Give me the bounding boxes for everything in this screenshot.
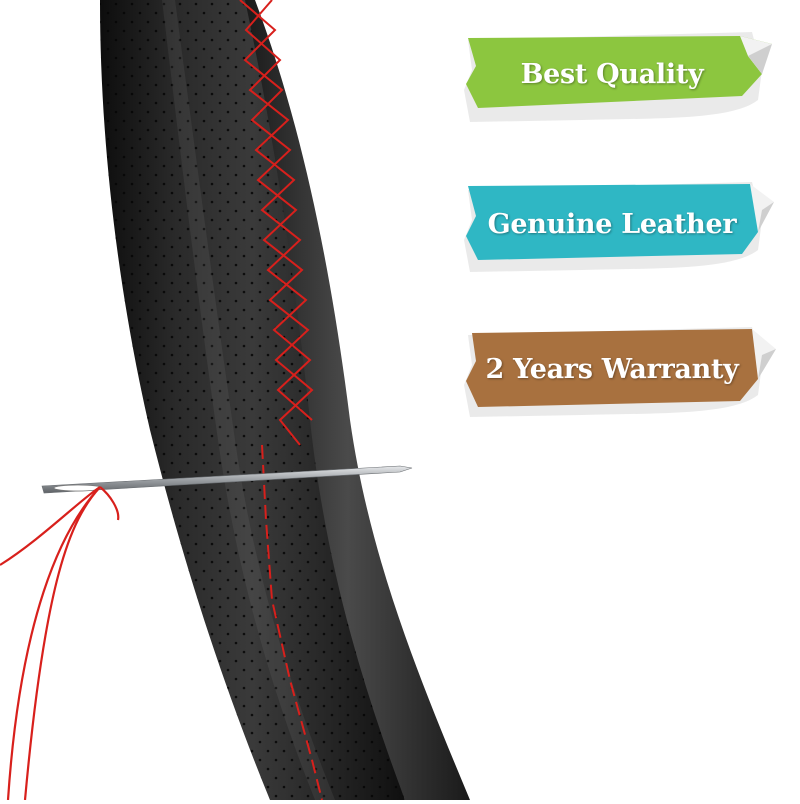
- badge-2-years-warranty: 2 Years Warranty: [462, 325, 782, 417]
- badge-best-quality: Best Quality: [462, 30, 782, 122]
- badge-genuine-leather: Genuine Leather: [462, 180, 782, 272]
- needle: [41, 465, 413, 494]
- badge-label: 2 Years Warranty: [485, 353, 739, 385]
- badge-label: Genuine Leather: [487, 208, 737, 240]
- badge-label: Best Quality: [520, 58, 704, 90]
- paint-sticker-icon: [464, 32, 772, 122]
- leather-rim-edge: [225, 0, 470, 800]
- loose-thread: [0, 486, 120, 801]
- paint-sticker-icon: [464, 182, 774, 272]
- paint-sticker-icon: [464, 327, 776, 417]
- red-stitching: [239, 0, 323, 801]
